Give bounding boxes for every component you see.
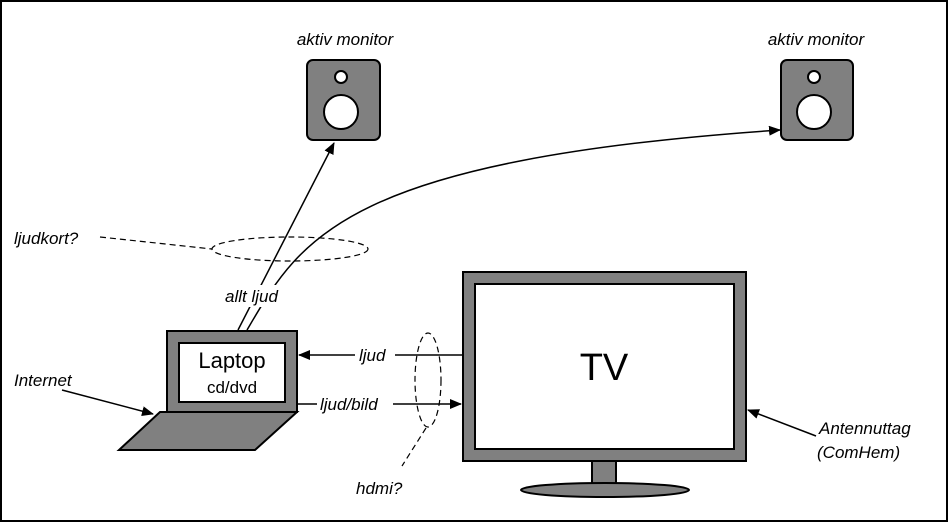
laptop-title: Laptop: [198, 348, 265, 373]
hdmi-ellipse: [414, 332, 442, 428]
right-speaker-icon: [780, 59, 854, 141]
laptop-icon: [116, 330, 300, 451]
tv-label: TV: [580, 347, 629, 389]
left-speaker-icon: [306, 59, 381, 141]
tv-icon: [462, 271, 747, 498]
antenna-arrow: [747, 409, 817, 437]
antenna-label-line1: Antennuttag: [818, 419, 911, 438]
sound-label: ljud: [359, 346, 386, 365]
laptop-subtitle: cd/dvd: [207, 378, 257, 397]
antenna-label-line2: (ComHem): [817, 443, 900, 462]
av-label-bg: [317, 393, 393, 415]
hdmi-leader: [401, 427, 427, 467]
all-sound-label: allt ljud: [225, 287, 278, 306]
left-speaker-label: aktiv monitor: [297, 30, 395, 49]
soundcard-label: ljudkort?: [14, 229, 79, 248]
sound-label-bg: [355, 344, 395, 366]
internet-arrow: [61, 389, 154, 417]
soundcard-leader: [99, 236, 213, 250]
right-speaker-label: aktiv monitor: [768, 30, 866, 49]
av-label: ljud/bild: [320, 395, 378, 414]
internet-label: Internet: [14, 371, 73, 390]
all-sound-label-bg: [222, 285, 296, 307]
hdmi-label: hdmi?: [356, 479, 403, 498]
